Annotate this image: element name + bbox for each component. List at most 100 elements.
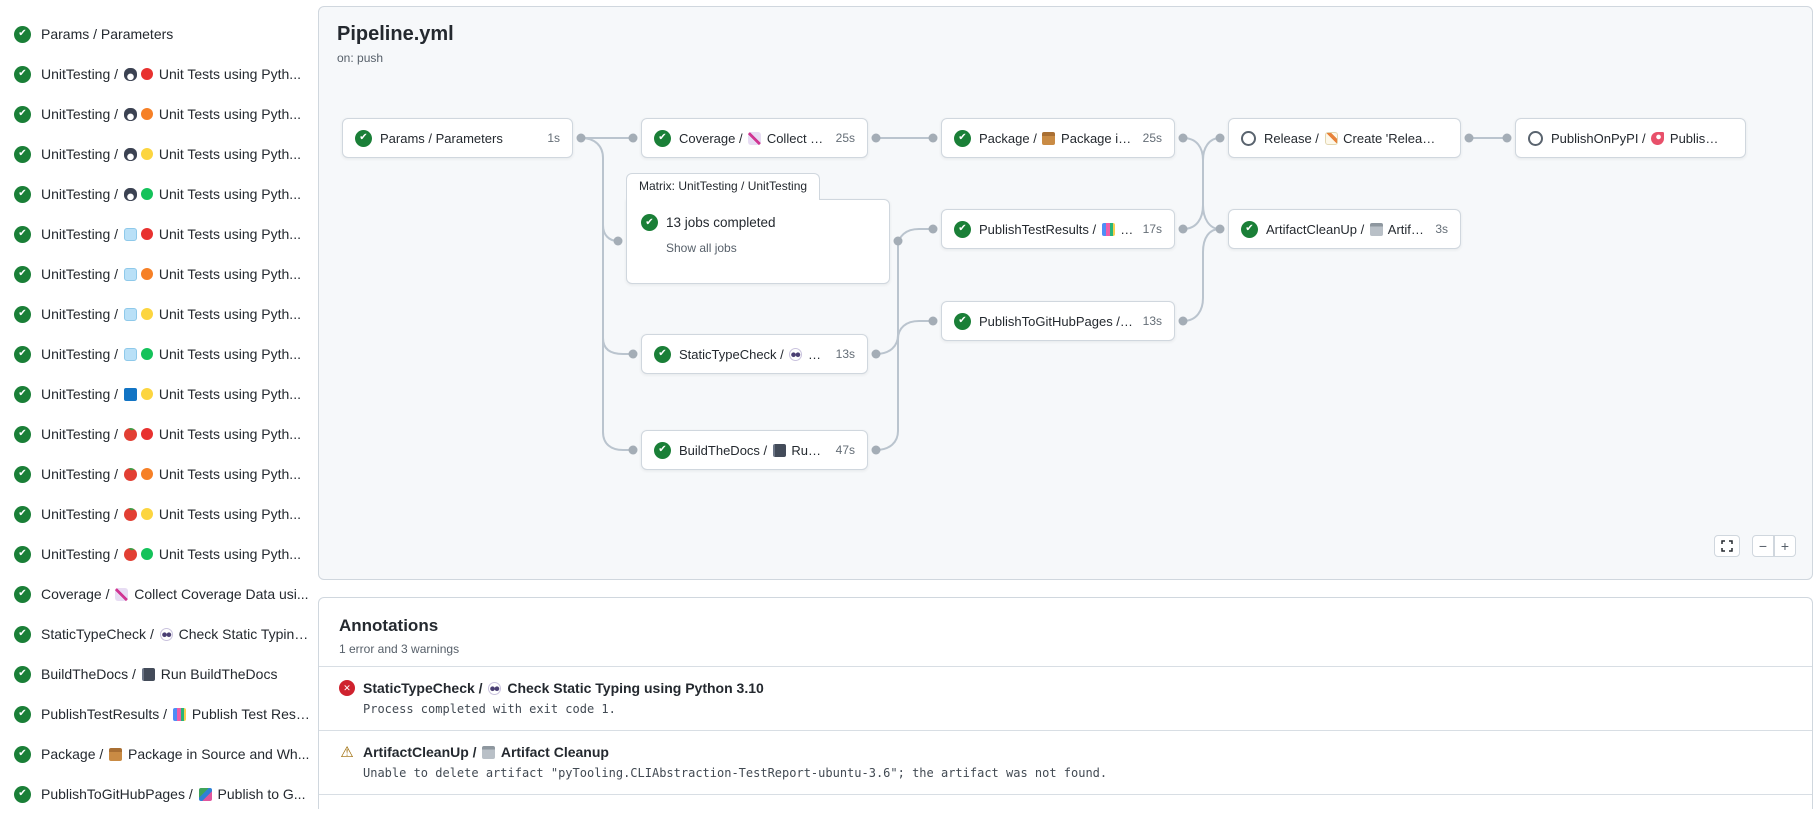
package-icon	[1042, 132, 1055, 145]
node-label: Coverage / Collect Cove...	[679, 131, 828, 146]
label-text: UnitTesting /	[41, 386, 122, 402]
label-text: Unit Tests using Pyth...	[155, 146, 301, 162]
node-package[interactable]: ✔ Package / Package in So... 25s	[941, 118, 1175, 158]
sidebar-job-label: BuildTheDocs / Run BuildTheDocs	[41, 666, 312, 682]
label-text: Release /	[1264, 131, 1323, 146]
notebook-icon	[142, 668, 155, 681]
label-text: PublishTestResults /	[979, 222, 1100, 237]
version-dot-icon	[141, 108, 153, 120]
job-status-icon: ✔	[14, 706, 31, 723]
annotations-summary: 1 error and 3 warnings	[339, 642, 1792, 656]
node-artifact-cleanup[interactable]: ✔ ArtifactCleanUp / Artifac... 3s	[1228, 209, 1461, 249]
node-status-icon: ✔	[654, 346, 671, 363]
label-text: BuildTheDocs /	[41, 666, 140, 682]
label-text: ArtifactCleanUp /	[363, 744, 480, 760]
penguin-icon	[124, 68, 137, 81]
sidebar-job-item[interactable]: ✔ UnitTesting / Unit Tests using Pyth...	[0, 254, 318, 294]
graph-edges	[319, 7, 1813, 580]
node-build-the-docs[interactable]: ✔ BuildTheDocs / Run Buil... 47s	[641, 430, 868, 470]
node-params[interactable]: ✔ Params / Parameters 1s	[342, 118, 573, 158]
bar-chart-icon	[1102, 223, 1115, 236]
sidebar-job-item[interactable]: ✔ StaticTypeCheck / Check Static Typing.…	[0, 614, 318, 654]
label-text: Check Static Typing using Python 3.10	[503, 680, 763, 696]
node-publish-to-github-pages[interactable]: ✔ PublishToGitHubPages / ... 13s	[941, 301, 1175, 341]
node-coverage[interactable]: ✔ Coverage / Collect Cove... 25s	[641, 118, 868, 158]
node-status-icon	[1528, 131, 1543, 146]
wastebasket-icon	[482, 746, 495, 759]
version-dot-icon	[141, 268, 153, 280]
label-text: Artifac...	[1385, 222, 1427, 237]
ice-cube-icon	[124, 268, 137, 281]
sidebar-job-item[interactable]: ✔ UnitTesting / Unit Tests using Pyth...	[0, 174, 318, 214]
node-status-icon	[1241, 131, 1256, 146]
label-text: PublishOnPyPI /	[1551, 131, 1649, 146]
show-all-jobs-link[interactable]: Show all jobs	[666, 241, 737, 255]
sidebar-job-item[interactable]: ✔ UnitTesting / Unit Tests using Pyth...	[0, 374, 318, 414]
node-label: StaticTypeCheck / Chec...	[679, 347, 828, 362]
sidebar-job-item[interactable]: ✔ UnitTesting / Unit Tests using Pyth...	[0, 214, 318, 254]
node-label: Release / Create 'Release P...	[1264, 131, 1440, 146]
node-duration: 47s	[836, 443, 855, 457]
label-text: Package in Source and Wh...	[124, 746, 309, 762]
penguin-icon	[124, 108, 137, 121]
label-text: Pu...	[1117, 222, 1135, 237]
sidebar-job-item[interactable]: ✔ UnitTesting / Unit Tests using Pyth...	[0, 534, 318, 574]
sidebar-job-item[interactable]: ✔ Coverage / Collect Coverage Data usi..…	[0, 574, 318, 614]
annotation-title-link[interactable]: ArtifactCleanUp / Artifact Cleanup	[363, 744, 609, 760]
label-text: UnitTesting /	[41, 426, 122, 442]
chart-increasing-icon	[115, 588, 128, 601]
label-text: Unit Tests using Pyth...	[155, 106, 301, 122]
sidebar-job-item[interactable]: ✔ Package / Package in Source and Wh...	[0, 734, 318, 774]
label-text: Publish to G...	[214, 786, 306, 802]
job-status-icon: ✔	[14, 506, 31, 523]
sidebar-job-item[interactable]: ✔ Params / Parameters	[0, 14, 318, 54]
chart-increasing-icon	[748, 132, 761, 145]
node-static-type-check[interactable]: ✔ StaticTypeCheck / Chec... 13s	[641, 334, 868, 374]
apple-icon	[124, 468, 137, 481]
label-text: Chec...	[804, 347, 827, 362]
node-label: BuildTheDocs / Run Buil...	[679, 443, 828, 458]
label-text: UnitTesting /	[41, 306, 122, 322]
sidebar-job-item[interactable]: ✔ UnitTesting / Unit Tests using Pyth...	[0, 294, 318, 334]
job-status-icon: ✔	[14, 586, 31, 603]
label-text: Params / Parameters	[41, 26, 173, 42]
sidebar-job-item[interactable]: ✔ UnitTesting / Unit Tests using Pyth...	[0, 454, 318, 494]
annotations-title: Annotations	[339, 616, 1792, 636]
sidebar-job-item[interactable]: ✔ UnitTesting / Unit Tests using Pyth...	[0, 494, 318, 534]
ice-cube-icon	[124, 308, 137, 321]
sidebar-job-item[interactable]: ✔ UnitTesting / Unit Tests using Pyth...	[0, 134, 318, 174]
sidebar-job-item[interactable]: ✔ UnitTesting / Unit Tests using Pyth...	[0, 54, 318, 94]
ice-cube-icon	[124, 228, 137, 241]
job-status-icon: ✔	[14, 746, 31, 763]
sidebar-job-item[interactable]: ✔ UnitTesting / Unit Tests using Pyth...	[0, 414, 318, 454]
fullscreen-icon	[1721, 540, 1733, 552]
node-publish-on-pypi[interactable]: PublishOnPyPI / Publish to ...	[1515, 118, 1746, 158]
penguin-icon	[124, 188, 137, 201]
sidebar-job-item[interactable]: ✔ PublishTestResults / Publish Test Resu…	[0, 694, 318, 734]
sidebar-job-item[interactable]: ✔ UnitTesting / Unit Tests using Pyth...	[0, 334, 318, 374]
node-label: ArtifactCleanUp / Artifac...	[1266, 222, 1427, 237]
sidebar-job-item[interactable]: ✔ UnitTesting / Unit Tests using Pyth...	[0, 94, 318, 134]
label-text: Create 'Release P...	[1340, 131, 1440, 146]
annotation-title-link[interactable]: StaticTypeCheck / Check Static Typing us…	[363, 680, 764, 696]
workflow-graph-card: Pipeline.yml on: push ✔ Params / Paramet…	[318, 6, 1813, 580]
label-text: Collect Cove...	[763, 131, 827, 146]
sidebar-job-label: UnitTesting / Unit Tests using Pyth...	[41, 386, 312, 402]
fullscreen-button[interactable]	[1714, 535, 1740, 557]
label-text: BuildTheDocs /	[679, 443, 771, 458]
matrix-summary: 13 jobs completed	[666, 215, 776, 230]
sidebar-job-item[interactable]: ✔ PublishToGitHubPages / Publish to G...	[0, 774, 318, 814]
node-release[interactable]: Release / Create 'Release P...	[1228, 118, 1461, 158]
annotation-row: ✕ StaticTypeCheck / Check Static Typing …	[319, 666, 1812, 730]
node-publish-test-results[interactable]: ✔ PublishTestResults / Pu... 17s	[941, 209, 1175, 249]
zoom-out-button[interactable]: −	[1752, 535, 1774, 557]
wastebasket-icon	[1370, 223, 1383, 236]
sidebar-job-item[interactable]: ✔ BuildTheDocs / Run BuildTheDocs	[0, 654, 318, 694]
label-text: StaticTypeCheck /	[363, 680, 486, 696]
error-icon: ✕	[339, 680, 355, 696]
sidebar-job-label: Params / Parameters	[41, 26, 312, 42]
zoom-in-button[interactable]: +	[1774, 535, 1796, 557]
zoom-controls: − +	[1752, 535, 1796, 557]
version-dot-icon	[141, 508, 153, 520]
pipeline-trigger: on: push	[337, 51, 383, 65]
